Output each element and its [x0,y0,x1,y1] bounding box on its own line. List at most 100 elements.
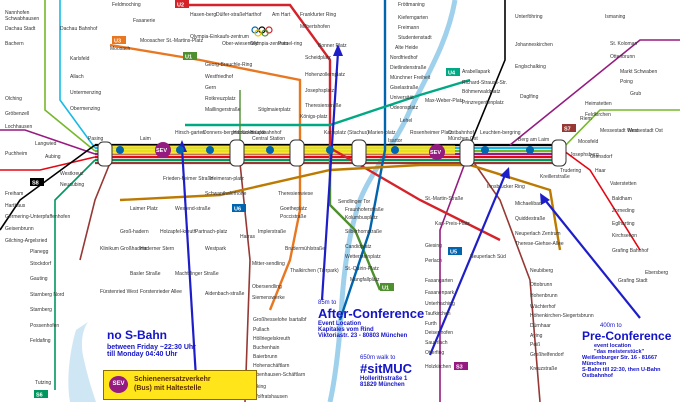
station-label: Gern [205,85,216,91]
station-label: Stiglmaierplatz [258,107,291,113]
station-label: Neuaubing [60,182,84,188]
bus-badge [481,146,489,154]
station-label: Hohenzollernplatz [305,72,346,78]
line-badge-u6: U6 [234,207,241,213]
station-label: Harthof [245,12,262,18]
station-label: Hirsch-garten [175,130,205,136]
route-after-conference [320,51,340,301]
station-label: Riem [580,116,592,122]
station-label: Isartor [388,138,403,144]
station-label: Therese-Giehse-Allee [515,241,564,247]
station-label: Candidplatz [345,244,372,250]
sitmuc-note: 650m walk to #sitMUC Hollerithstraße 1 8… [360,355,440,388]
station-label: Silberhornstraße [345,229,382,235]
station-label: Wächterhof [530,304,556,310]
station-label: Messestadt Ost [628,128,663,134]
station-label: Karl-Preis-Platz [435,221,470,227]
station-label: Kolumbusplatz [345,215,378,221]
line-badge-u3: U3 [114,39,121,45]
station-label: Josephsplatz [305,88,335,94]
station-label: Westfriedhof [205,74,234,80]
station-label: Buchenhain [253,345,280,351]
after-conference-line2: Kapitales vom Rind [318,327,374,333]
station-label: Donners-bergerbrücke [203,130,253,136]
station-label: Zorneding [612,208,635,214]
after-conference-title: After-Conference [318,306,425,321]
station-label: Höllriegelskreuth [253,336,290,342]
station-label: Pasing [88,136,104,142]
bus-badge [176,146,184,154]
sev-marker-west: SEV [156,148,167,154]
station-label: Holzkirchen [425,364,451,370]
station-label: Deisenhofen [425,330,453,336]
station-label: Josephsburg [570,152,599,158]
bus-badge [526,146,534,154]
station-label: Markt Schwaben [620,69,657,75]
sev-badges [116,142,534,160]
station-label: Hohenschäftlarn [253,363,290,369]
pre-conference-line2: "das meisterstück" [594,349,645,355]
station-label: Vaterstetten [610,181,637,187]
pre-conference-line3: Weißenburger Str. 16 - 81667 [582,355,658,361]
station-label: Universität [390,95,414,101]
line-badge-s6: S6 [36,393,43,399]
station-label: Theresienstraße [305,103,342,109]
annotation-routes [180,51,641,379]
line-badge-u4: U4 [448,71,456,77]
station-label: Schwanthalerhöhe [205,191,247,197]
station-label: Mitter-sendling [252,261,285,267]
station-label: Fürstenried West [100,289,139,295]
station-label: Siemenswerke [252,295,285,301]
station-label: Feldkirchen [585,112,611,118]
station-label: Frankfurter Ring [300,12,336,18]
sitmuc-distance: 650m walk to [360,355,396,361]
station-label: Basler Straße [130,271,161,277]
station-label: Böhmerwaldplatz [462,89,501,95]
station-label: Karlsplatz (Stachus) [324,130,369,136]
station-label: Am Hart [272,12,291,18]
station-label: Alte Heide [395,45,418,51]
station-label: Marien-platz [368,130,396,136]
station-label: Richard-Strauss-Str. [462,80,507,86]
station-label: Ismaning [605,14,626,20]
sev-legend-line2: (Bus) mit Haltestelle [134,385,202,392]
bus-badge [116,146,124,154]
station-label: Ottenbrunn [610,54,635,60]
station-label: Klinikum Großhadern [100,246,147,252]
sev-badge-east [429,144,445,160]
line-badge-s3: S3 [456,365,463,371]
station-label: Gauting [30,276,48,282]
station-label: Königs-platz [300,114,328,120]
station-label: Giselastraße [390,85,419,91]
station-label: Grafing Stadt [618,278,648,284]
station-label: St.-Quirin-Platz [345,266,379,272]
station-label: Taufkirchen [425,311,451,317]
s-bahn-west [0,0,251,402]
station-label: Nannhofen [5,10,30,16]
station-label: Trudering [560,168,581,174]
station-label: Laimer Platz [130,206,158,212]
station-label: Feldafing [30,338,51,344]
station-label: Forstenrieder Allee [140,289,182,295]
station-label: Gilching-Argelsried [5,238,47,244]
station-label: Ottobrunn [530,282,552,288]
station-label: Kieferngarten [398,15,428,21]
station-label: Scheidplatz [305,55,331,61]
station-label: Sendlinger Tor [338,199,370,205]
station-label: Moosach [110,46,131,52]
station-label: Holzapfel-kreuth [160,229,197,235]
pre-conference-distance: 400m to [600,323,622,329]
station-label: Arabellapark [462,69,491,75]
pre-conference-title: Pre-Conference [582,329,672,343]
station-label: Heimeran-platz [210,176,244,182]
station-label: Fasanenpark [425,290,455,296]
station-label: Peiß [530,342,540,348]
station-label: Thalkirchen (Tierpark) [290,268,339,274]
station-label: Lochhausen [5,124,32,130]
lake-starnberg [68,322,96,402]
station-label: Puchheim [5,151,27,157]
station-label: Theresienwiese [278,191,313,197]
station-label: Machtlfinger Straße [175,271,219,277]
station-label: Fraunhoferstraße [345,207,384,213]
